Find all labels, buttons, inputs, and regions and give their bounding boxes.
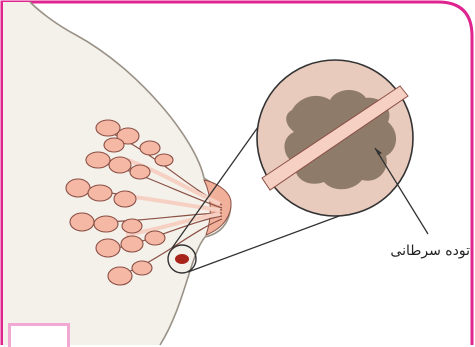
tumor-spot [175,254,189,264]
breast-skin-outline [3,2,230,345]
page-tag [8,323,70,347]
tumor-label: توده سرطانی [356,242,470,260]
